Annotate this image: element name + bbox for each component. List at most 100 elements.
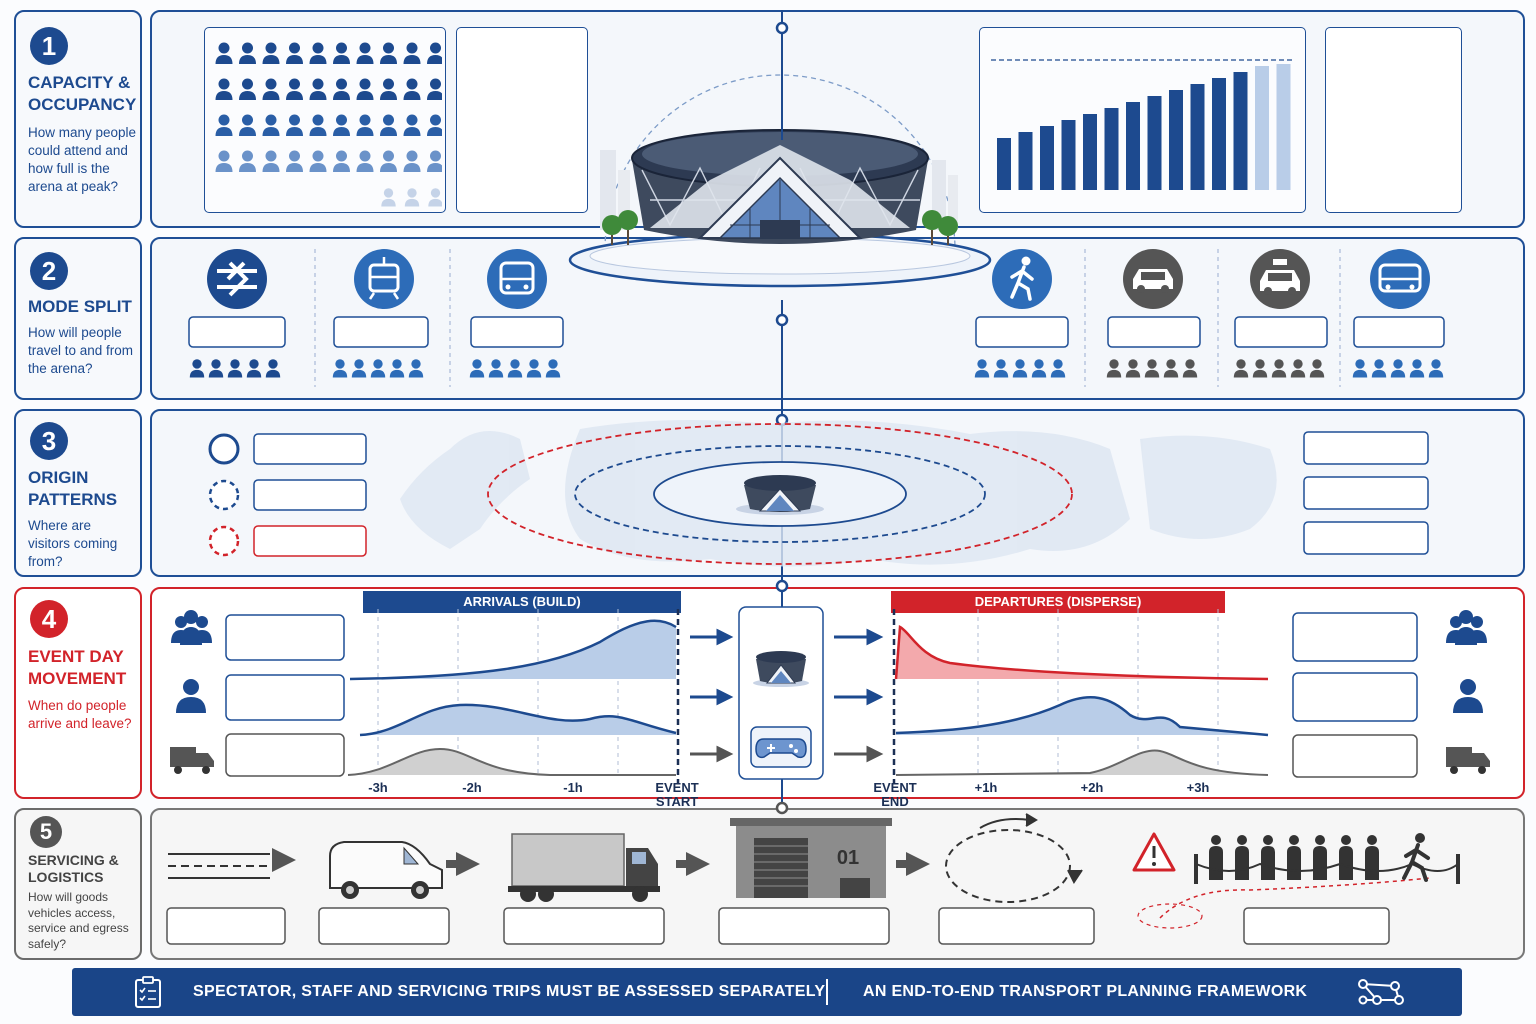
occupancy-person (286, 150, 303, 172)
occupancy-person (262, 78, 280, 100)
occupancy-chart-frame (979, 27, 1306, 213)
occupancy-bar (1040, 126, 1054, 190)
dock-number: 01 (837, 847, 859, 869)
occupancy-person (262, 150, 280, 172)
occupancy-person (215, 150, 233, 172)
person-icon-right (1453, 679, 1483, 713)
outer-catchment-ring (487, 423, 1073, 565)
section-4-desc: When do people arrive and leave? (28, 698, 132, 731)
queue-person (1287, 835, 1301, 880)
footer-right-text: AN END-TO-END TRANSPORT PLANNING FRAMEWO… (863, 983, 1308, 1000)
mode-person (1031, 359, 1047, 378)
legend-ring-regional (208, 479, 240, 511)
rail-icon (207, 249, 267, 309)
section-5-desc: How will goods vehicles access, service … (28, 890, 129, 951)
mode-person (1163, 359, 1179, 378)
mode-person (1352, 359, 1368, 378)
section-5-title: SERVICING & LOGISTICS (28, 852, 119, 885)
tick-event-end: EVENT END (866, 781, 924, 809)
occupancy-bar-chart (991, 59, 1293, 190)
exit-walker-icon (1402, 833, 1430, 882)
mode-person (1428, 359, 1444, 378)
taxi-icon (1250, 249, 1310, 309)
tick-minus-3h: -3h (368, 780, 388, 795)
section-1-title: CAPACITY & OCCUPANCY (28, 73, 137, 114)
mode-person (1271, 359, 1287, 378)
occupancy-bar (1212, 78, 1226, 190)
mode-person (1182, 359, 1198, 378)
mode-person (389, 359, 405, 378)
clipboard-icon (135, 976, 161, 1008)
occupancy-person (380, 78, 397, 100)
occupancy-person (356, 42, 374, 64)
footer-banner: SPECTATOR, STAFF AND SERVICING TRIPS MUS… (72, 968, 1462, 1016)
event-day-movement-chart (170, 606, 1490, 783)
queue-person (1313, 835, 1327, 880)
section-2-title: MODE SPLIT (28, 297, 132, 316)
middle-catchment-ring (574, 445, 986, 543)
occupancy-person (239, 150, 256, 172)
occupancy-person (333, 114, 350, 136)
queue-person (1209, 835, 1223, 880)
section-2-label-panel: 2 MODE SPLIT How will people travel to a… (14, 237, 142, 400)
occupancy-person (215, 78, 233, 100)
occupancy-bar (997, 138, 1011, 190)
occupancy-person (262, 42, 280, 64)
legend-ring-national (208, 525, 240, 557)
section-4-title: EVENT DAY MOVEMENT (28, 647, 127, 688)
tick-event-start: EVENT START (648, 781, 706, 809)
queue-post (1456, 854, 1460, 884)
mode-person (265, 359, 281, 378)
occupancy-bar (1083, 114, 1097, 190)
section-3-title: ORIGIN PATTERNS (28, 468, 118, 509)
van-icon (329, 841, 443, 899)
queue-person (1339, 835, 1353, 880)
occupancy-person (380, 150, 397, 172)
occupancy-bar (1126, 102, 1140, 190)
event-start-line2: START (655, 794, 699, 809)
occupancy-bar (1190, 84, 1205, 190)
queue-post (1194, 854, 1198, 884)
warning-icon (1132, 832, 1176, 872)
event-end-line1: EVENT (873, 780, 917, 795)
occupancy-person (356, 150, 374, 172)
mode-person (208, 359, 224, 378)
mode-split-row (188, 249, 1445, 387)
footer-divider (826, 979, 828, 1005)
tick-plus-3h: +3h (1186, 780, 1210, 795)
mode-person (1106, 359, 1122, 378)
arena-illustration (568, 74, 992, 288)
occupancy-person (239, 42, 256, 64)
mode-person (993, 359, 1009, 378)
occupancy-person (427, 78, 442, 100)
access-road-icon (168, 848, 296, 879)
occupancy-person (286, 114, 303, 136)
footer-left-text: SPECTATOR, STAFF AND SERVICING TRIPS MUS… (193, 983, 826, 1000)
mode-person (507, 359, 523, 378)
section-1-label-panel: 1 CAPACITY & OCCUPANCY How many people c… (14, 10, 142, 228)
occupancy-person (239, 114, 256, 136)
section-5-label-panel: 5 SERVICING & LOGISTICS How will goods v… (14, 808, 142, 960)
mode-person (469, 359, 485, 378)
mode-person (408, 359, 424, 378)
section-2-number: 2 (30, 252, 68, 290)
mode-person (974, 359, 990, 378)
occupancy-bar (1018, 132, 1033, 190)
occupancy-person (403, 78, 421, 100)
occupancy-person (309, 78, 327, 100)
section-5-number: 5 (30, 816, 62, 848)
occupancy-person (215, 42, 233, 64)
bus-icon (487, 249, 547, 309)
mode-person (1125, 359, 1141, 378)
queue-person (1235, 835, 1249, 880)
occupancy-bar (1104, 108, 1119, 190)
mode-person (189, 359, 205, 378)
gamepad-icon (755, 738, 807, 759)
occupancy-person (309, 150, 327, 172)
occupancy-person (309, 42, 327, 64)
group-icon (171, 610, 212, 645)
occupancy-people-grid (215, 42, 442, 207)
group-icon-right (1446, 610, 1487, 645)
network-icon (1358, 979, 1404, 1005)
mode-person (526, 359, 542, 378)
